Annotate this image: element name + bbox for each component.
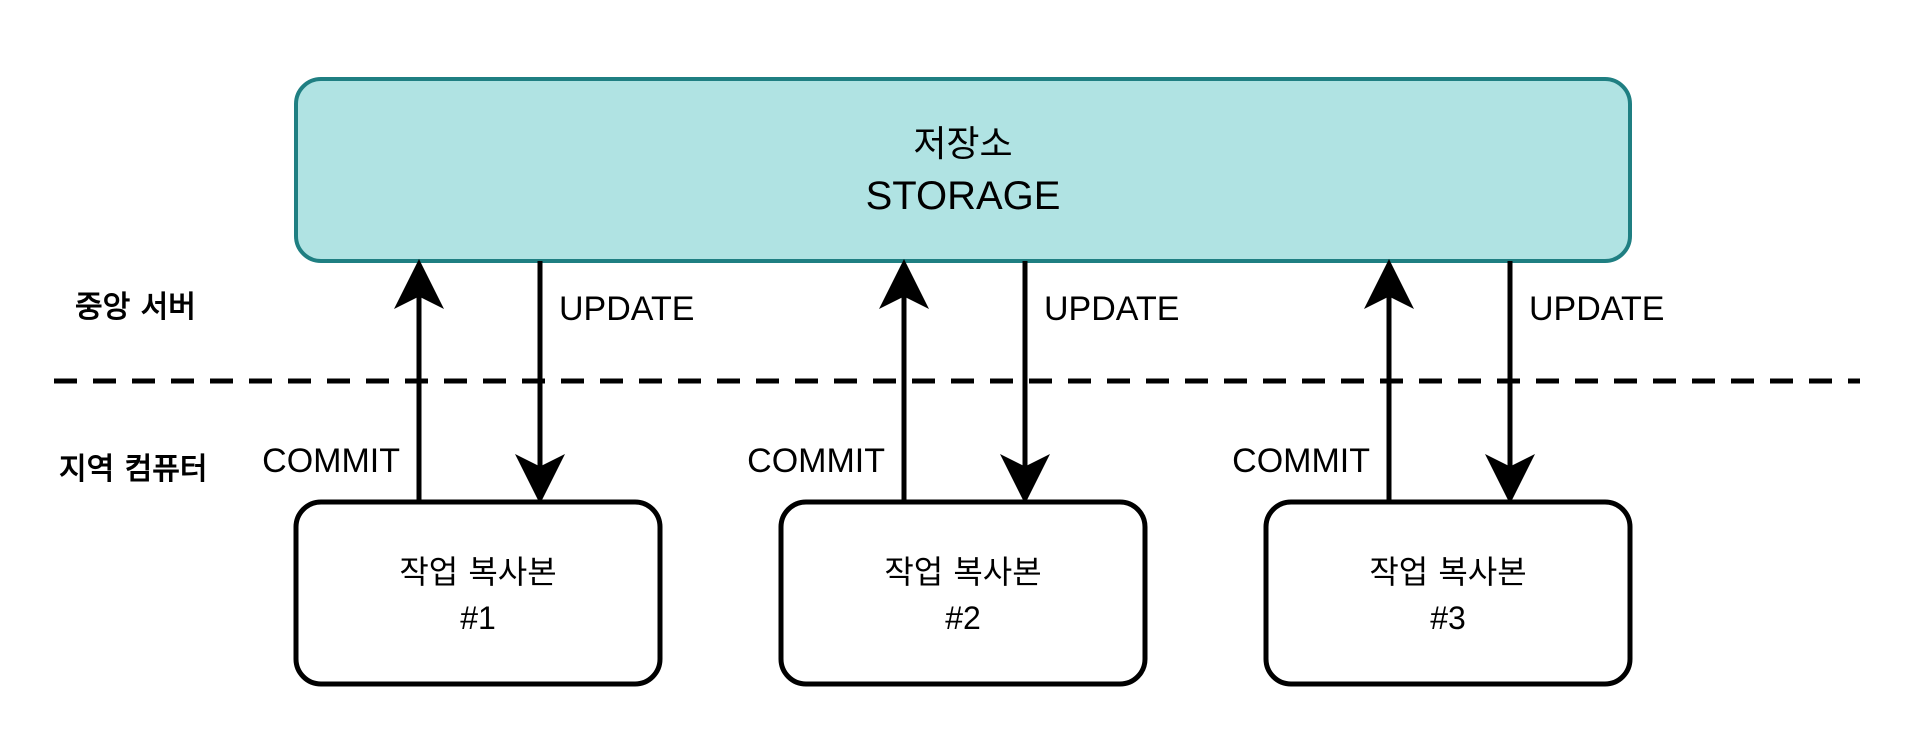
- zone-label-local: 지역 컴퓨터: [59, 452, 207, 487]
- working-copy-title: 작업 복사본: [399, 553, 556, 591]
- working-copy-number: #3: [1430, 600, 1466, 636]
- storage-node: 저장소 STORAGE: [294, 77, 1632, 263]
- update-label-1: UPDATE: [559, 290, 694, 328]
- working-copy-box: [778, 499, 1148, 687]
- storage-title: 저장소: [913, 124, 1012, 165]
- storage-box: [294, 77, 1632, 263]
- working-copy-3: 작업 복사본 #3: [1263, 499, 1633, 687]
- commit-label-1: COMMIT: [262, 442, 400, 480]
- update-label-3: UPDATE: [1529, 290, 1664, 328]
- working-copy-2: 작업 복사본 #2: [778, 499, 1148, 687]
- storage-subtitle: STORAGE: [866, 174, 1061, 218]
- working-copy-number: #2: [945, 600, 981, 636]
- working-copy-title: 작업 복사본: [1369, 553, 1526, 591]
- working-copy-box: [293, 499, 663, 687]
- commit-label-3: COMMIT: [1232, 442, 1370, 480]
- working-copy-box: [1263, 499, 1633, 687]
- working-copy-1: 작업 복사본 #1: [293, 499, 663, 687]
- update-label-2: UPDATE: [1044, 290, 1179, 328]
- zone-label-server: 중앙 서버: [75, 290, 196, 325]
- working-copy-number: #1: [460, 600, 496, 636]
- commit-label-2: COMMIT: [747, 442, 885, 480]
- working-copy-title: 작업 복사본: [884, 553, 1041, 591]
